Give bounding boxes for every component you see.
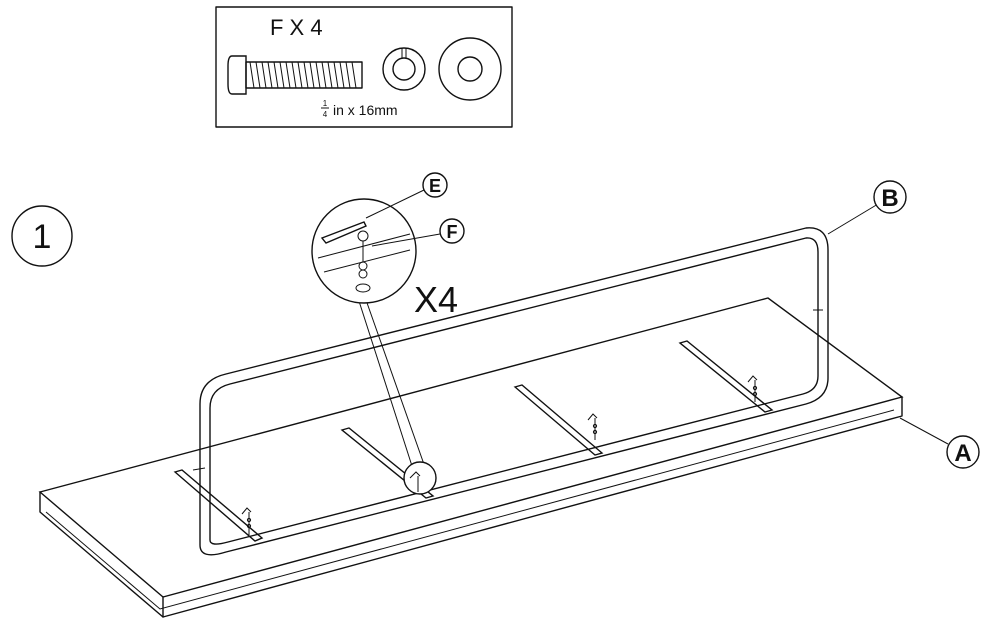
label-b-callout: B <box>873 180 907 214</box>
slat-1 <box>173 469 264 542</box>
label-a-callout: A <box>946 435 980 469</box>
slat-4 <box>678 340 774 413</box>
slats <box>173 340 774 542</box>
flat-washer-icon <box>438 37 502 101</box>
label-b: B <box>881 185 898 212</box>
label-f: F <box>447 222 458 242</box>
detail-magnifier <box>311 198 437 495</box>
label-f-callout: F <box>439 218 465 244</box>
board-a <box>38 297 904 618</box>
size-fraction-denominator: 4 <box>323 110 328 119</box>
quantity-label: X4 <box>414 279 458 320</box>
bolt-icon <box>227 55 363 95</box>
leader-lines <box>365 189 949 445</box>
label-e-callout: E <box>422 172 448 198</box>
frame-b <box>192 227 829 556</box>
size-label: in x 16mm <box>333 102 398 118</box>
screw-marks <box>241 375 758 535</box>
parts-box: F X 4 1 4 in x 16mm <box>215 6 513 128</box>
parts-box-title: F X 4 <box>270 15 323 40</box>
slat-3 <box>513 384 604 456</box>
parts-box-frame <box>215 6 513 128</box>
size-fraction-numerator: 1 <box>323 99 328 108</box>
step-badge: 1 <box>11 205 73 267</box>
label-a: A <box>954 440 971 467</box>
allen-key-icon <box>320 221 367 244</box>
label-e: E <box>429 176 441 196</box>
detail-circle <box>311 198 417 304</box>
step-number: 1 <box>33 218 52 256</box>
lock-washer-icon <box>382 47 426 91</box>
detail-target-circle <box>403 461 437 495</box>
